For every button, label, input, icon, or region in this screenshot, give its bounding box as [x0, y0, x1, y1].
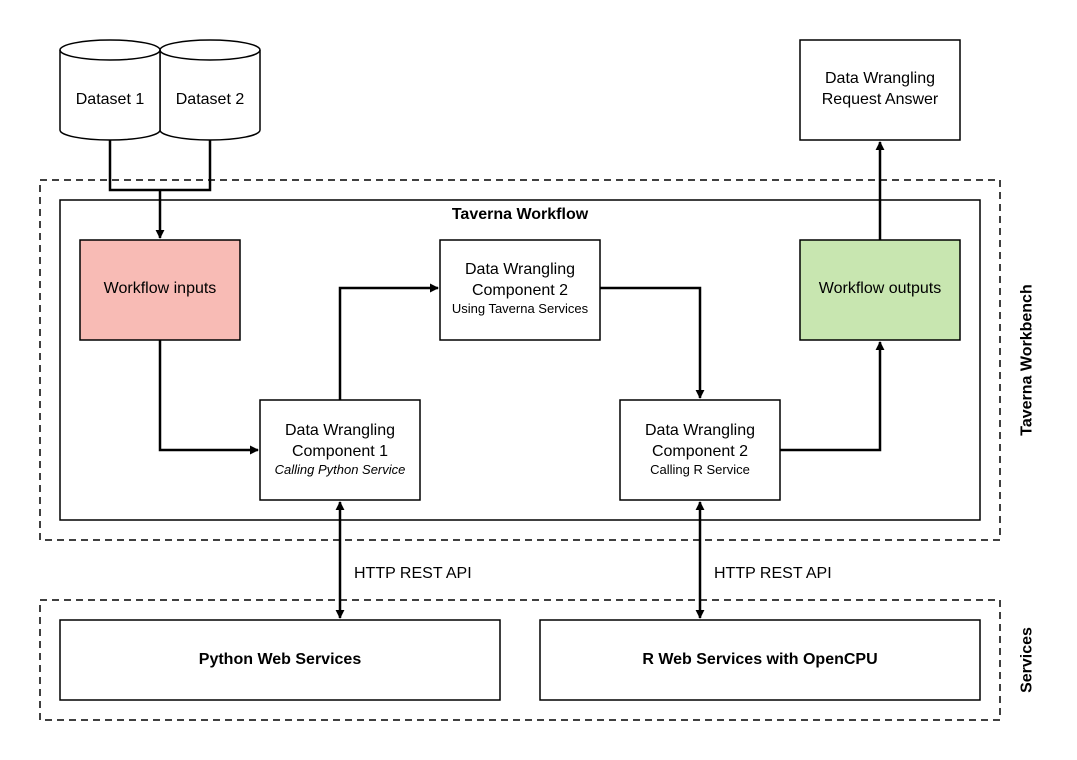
component-r-box	[619, 399, 781, 501]
python-services-label: Python Web Services	[199, 651, 362, 668]
datasets-merge-connector	[108, 140, 212, 192]
services-label: Services	[1019, 627, 1036, 693]
workflow-outputs-box	[799, 239, 961, 341]
python-api-label: HTTP REST API	[354, 565, 472, 582]
component-r-subtitle: Calling R Service	[650, 462, 750, 477]
component-python-subtitle: Calling Python Service	[275, 462, 406, 477]
request-answer-line1: Data Wrangling	[825, 70, 935, 87]
workflow-outputs-label: Workflow outputs	[819, 280, 941, 297]
dataset-2-cylinder: Dataset 2	[159, 39, 261, 141]
component-python-box	[259, 399, 421, 501]
request-answer-line2: Request Answer	[822, 91, 939, 108]
python-to-taverna-component-arrow	[338, 283, 439, 400]
component-taverna-box	[439, 239, 601, 341]
component-r-line1: Data Wrangling	[645, 422, 755, 439]
workflow-title: Taverna Workflow	[452, 206, 589, 223]
inputs-to-python-component-arrow	[158, 340, 259, 455]
r-services-box	[539, 619, 981, 701]
component-taverna-line1: Data Wrangling	[465, 261, 575, 278]
dataset-1-label: Dataset 1	[76, 91, 145, 108]
component-r-line2: Component 2	[652, 443, 748, 460]
component-python-line1: Data Wrangling	[285, 422, 395, 439]
component-taverna-line2: Component 2	[472, 282, 568, 299]
r-services-label: R Web Services with OpenCPU	[642, 651, 877, 668]
component-taverna-subtitle: Using Taverna Services	[452, 301, 589, 316]
r-api-label: HTTP REST API	[714, 565, 832, 582]
python-services-box	[59, 619, 501, 701]
workflow-inputs-label: Workflow inputs	[104, 280, 217, 297]
r-component-to-outputs-arrow	[780, 341, 885, 452]
workbench-boundary	[39, 179, 1001, 541]
component-python-line2: Component 1	[292, 443, 388, 460]
request-answer-box	[799, 39, 961, 141]
taverna-to-r-component-arrow	[600, 286, 705, 399]
services-boundary	[39, 599, 1001, 721]
workbench-label: Taverna Workbench	[1019, 284, 1036, 435]
dataset-2-label: Dataset 2	[176, 91, 245, 108]
dataset-1-cylinder: Dataset 1	[59, 39, 161, 141]
